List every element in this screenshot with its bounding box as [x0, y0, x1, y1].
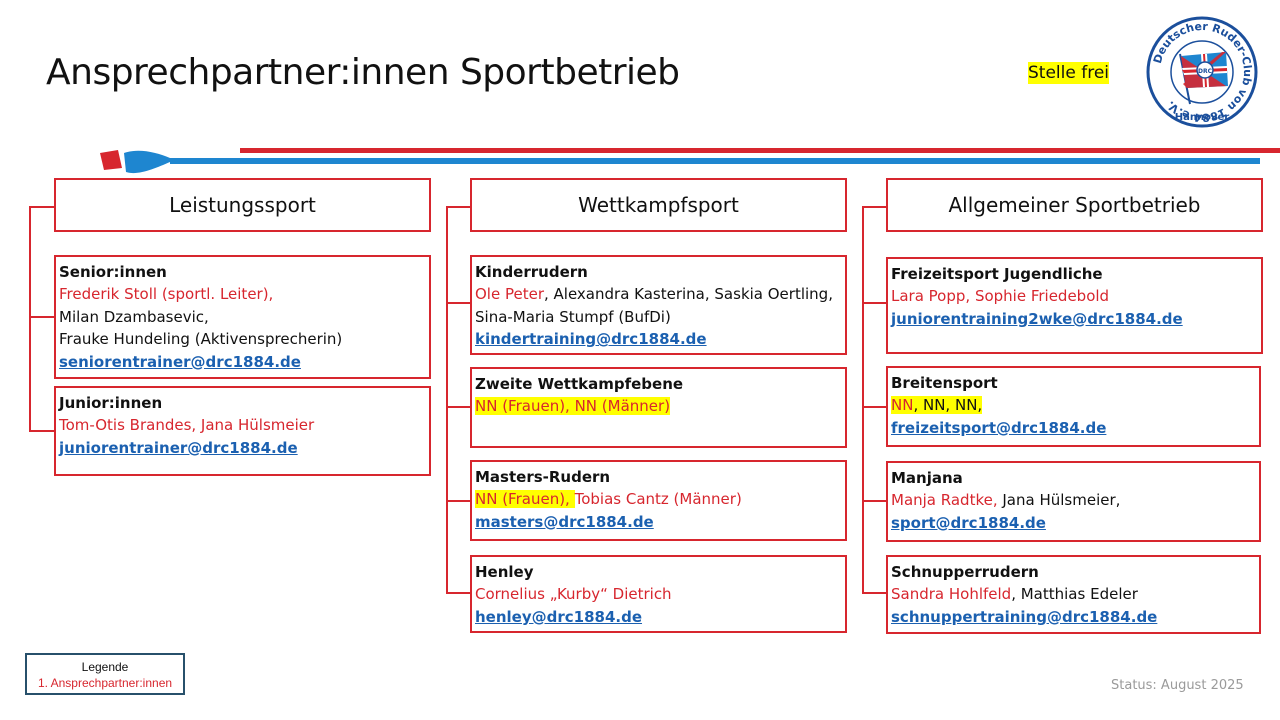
contact-name: Tobias Cantz (Männer) [574, 490, 742, 509]
contact-line: NN (Frauen), NN (Männer) [475, 395, 842, 417]
contact-line: NN, NN, NN, [891, 394, 1256, 416]
contact-line: NN (Frauen), Tobias Cantz (Männer) [475, 488, 842, 510]
box-heading: Kinderrudern [475, 263, 588, 281]
contact-name: Sina-Maria Stumpf (BufDi) [475, 307, 671, 326]
header-wettkampfsport: Wettkampfsport [470, 178, 847, 232]
contact-name: Ole Peter [475, 285, 544, 304]
contact-line: Sandra Hohlfeld, Matthias Edeler [891, 583, 1256, 605]
connector-col3-box3 [862, 500, 888, 502]
header-leistungssport: Leistungssport [54, 178, 431, 232]
connector-col2 [446, 206, 448, 594]
contact-name: NN (Frauen), [475, 490, 575, 509]
logo-city: Hannover [1175, 112, 1230, 123]
connector-col2-box1 [446, 302, 472, 304]
contact-name: Milan Dzambasevic, [59, 307, 209, 326]
email-link[interactable]: juniorentrainer@drc1884.de [59, 438, 298, 457]
decor-blue-stripe [170, 158, 1260, 164]
club-logo: Deutscher Ruder-Club von 1884 e.V. Hanno… [1146, 16, 1258, 128]
connector-col2-box4 [446, 592, 472, 594]
email-link[interactable]: juniorentraining2wke@drc1884.de [891, 309, 1183, 328]
connector-col1-box2 [29, 430, 55, 432]
email-link[interactable]: kindertraining@drc1884.de [475, 330, 707, 349]
connector-col3 [862, 206, 864, 594]
header-allgemeiner-sportbetrieb: Allgemeiner Sportbetrieb [886, 178, 1263, 232]
box-heading: Manjana [891, 469, 963, 487]
contact-line: Frauke Hundeling (Aktivenspre­cherin) [59, 328, 426, 350]
connector-col2-box3 [446, 500, 472, 502]
email-link[interactable]: schnuppertraining@drc1884.de [891, 607, 1158, 626]
contact-name: Cornelius „Kurby“ Dietrich [475, 585, 672, 604]
contact-name: Lara Popp, Sophie Friedebold [891, 287, 1110, 306]
contact-line: Frederik Stoll (sportl. Leiter), [59, 283, 426, 305]
connector-col3-box4 [862, 592, 888, 594]
box-heading: Schnupperrudern [891, 563, 1039, 581]
contact-name: Tom-Otis Brandes, Jana Hülsmeier [59, 416, 315, 435]
email-link[interactable]: masters@drc1884.de [475, 512, 654, 531]
box-heading: Breitensport [891, 374, 998, 392]
connector-col1-box1 [29, 316, 55, 318]
legend-entry: 1. Ansprechpartner:innen [37, 676, 173, 690]
contact-name: Jana Hülsmeier, [997, 491, 1121, 510]
contact-name: , Matthias Edeler [1011, 585, 1138, 604]
contact-name: , Alexandra Kasterina, Saskia Oertling, [544, 285, 833, 304]
contact-name: , NN, NN, [913, 396, 983, 415]
connector-col3-box1 [862, 302, 888, 304]
box-heading: Freizeitsport Jugendliche [891, 265, 1103, 283]
box-heading: Senior:innen [59, 263, 167, 281]
connector-col2-header [446, 206, 472, 208]
contact-line: Tom-Otis Brandes, Jana Hülsmeier [59, 414, 426, 436]
contact-name: Manja Radtke, [891, 491, 998, 510]
contact-line: Ole Peter, Alexandra Kasterina, Saskia O… [475, 283, 842, 305]
connector-col1 [29, 206, 31, 432]
page-title: Ansprechpartner:innen Sportbetrieb [46, 52, 680, 93]
contact-name: NN [891, 396, 914, 415]
connector-col2-box2 [446, 406, 472, 408]
email-link[interactable]: freizeitsport@drc1884.de [891, 418, 1107, 437]
email-link[interactable]: sport@drc1884.de [891, 513, 1046, 532]
legend: Legende 1. Ansprechpartner:innen [25, 653, 185, 695]
email-link[interactable]: henley@drc1884.de [475, 607, 643, 626]
contact-line: Milan Dzambasevic, [59, 306, 426, 328]
box-masters-rudern: Masters-Rudern NN (Frauen), Tobias Cantz … [470, 460, 847, 541]
connector-col3-header [862, 206, 888, 208]
email-link[interactable]: seniorentrainer@drc1884.de [59, 352, 301, 371]
vacancy-badge: Stelle frei [1028, 62, 1110, 84]
contact-name: NN (Frauen), NN (Männer) [475, 397, 671, 416]
box-heading: Junior:innen [59, 394, 163, 412]
status-text: Status: August 2025 [1111, 678, 1244, 693]
contact-line: Sina-Maria Stumpf (BufDi) [475, 306, 842, 328]
contact-line: Lara Popp, Sophie Friedebold [891, 285, 1258, 307]
logo-flag-text: DRC [1198, 68, 1213, 75]
box-heading: Zweite Wettkampfebene [475, 375, 684, 393]
connector-col3-box2 [862, 406, 888, 408]
connector-col1-header [29, 206, 55, 208]
contact-line: Manja Radtke, Jana Hülsmeier, [891, 489, 1256, 511]
box-heading: Masters-Rudern [475, 468, 611, 486]
contact-name: Frederik Stoll (sportl. Leiter), [59, 285, 274, 304]
legend-title: Legende [81, 660, 129, 674]
oar-icon [100, 150, 186, 174]
contact-line: Cornelius „Kurby“ Dietrich [475, 583, 842, 605]
decor-red-stripe [240, 148, 1280, 153]
contact-name: Sandra Hohlfeld [891, 585, 1012, 604]
contact-name: Frauke Hundeling (Aktivenspre­cherin) [59, 330, 343, 349]
box-heading: Henley [475, 563, 534, 581]
box-zweite-wettkampfebene: Zweite Wettkampfebene NN (Frauen), NN (Mä… [470, 367, 847, 448]
